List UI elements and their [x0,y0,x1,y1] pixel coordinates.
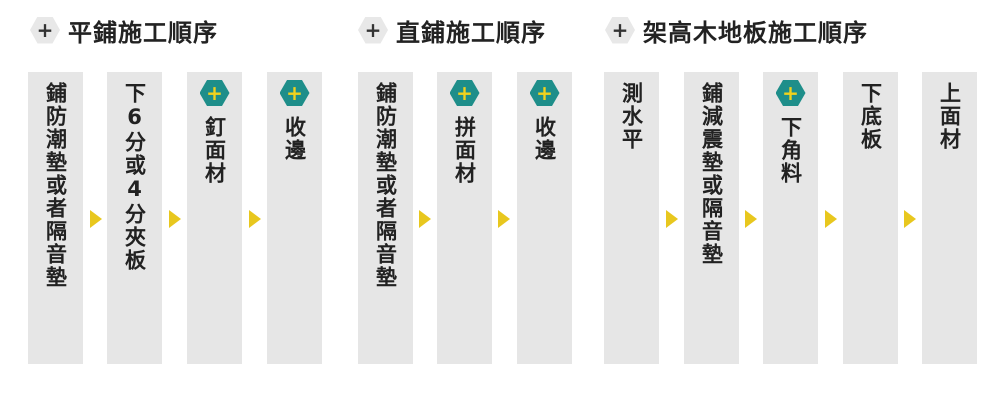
arrow-right-icon [904,210,916,228]
step-card: + 拼面材 [437,72,492,364]
step-card: 測水平 [604,72,659,364]
step-label: 鋪防潮墊或者隔音墊 [373,82,398,289]
arrow-right-icon [419,210,431,228]
plus-icon: + [358,16,388,44]
group-header-flat: + 平鋪施工順序 [30,12,218,48]
group-title: 平鋪施工順序 [68,18,218,47]
step-card: 上面材 [922,72,977,364]
step-card: 下底板 [843,72,898,364]
step-label: 下6分或4分夾板 [122,82,147,272]
step-label: 收邊 [282,116,307,162]
arrow-right-icon [249,210,261,228]
plus-icon: + [30,16,60,44]
step-card: + 下角料 [763,72,818,364]
step-label: 測水平 [619,82,644,151]
step-label: 下底板 [858,82,883,151]
step-label: 拼面材 [452,116,477,185]
step-card: 鋪減震墊或隔音墊 [684,72,739,364]
plus-badge-icon: + [775,80,806,106]
step-label: 鋪減震墊或隔音墊 [699,82,724,266]
step-label: 鋪防潮墊或者隔音墊 [43,82,68,289]
plus-badge-icon: + [449,80,480,106]
step-card: + 收邊 [267,72,322,364]
arrow-right-icon [666,210,678,228]
group-header-raised: + 架高木地板施工順序 [605,12,868,48]
step-card: 鋪防潮墊或者隔音墊 [358,72,413,364]
group-title: 架高木地板施工順序 [643,18,868,47]
arrow-right-icon [169,210,181,228]
step-card: + 釘面材 [187,72,242,364]
step-label: 收邊 [532,116,557,162]
arrow-right-icon [498,210,510,228]
arrow-right-icon [90,210,102,228]
arrow-right-icon [745,210,757,228]
step-label: 上面材 [937,82,962,151]
plus-badge-icon: + [279,80,310,106]
group-header-direct: + 直鋪施工順序 [358,12,546,48]
plus-badge-icon: + [199,80,230,106]
plus-badge-icon: + [529,80,560,106]
step-card: 鋪防潮墊或者隔音墊 [28,72,83,364]
step-label: 釘面材 [202,116,227,185]
arrow-right-icon [825,210,837,228]
step-card: 下6分或4分夾板 [107,72,162,364]
plus-icon: + [605,16,635,44]
group-title: 直鋪施工順序 [396,18,546,47]
step-label: 下角料 [778,116,803,185]
step-card: + 收邊 [517,72,572,364]
